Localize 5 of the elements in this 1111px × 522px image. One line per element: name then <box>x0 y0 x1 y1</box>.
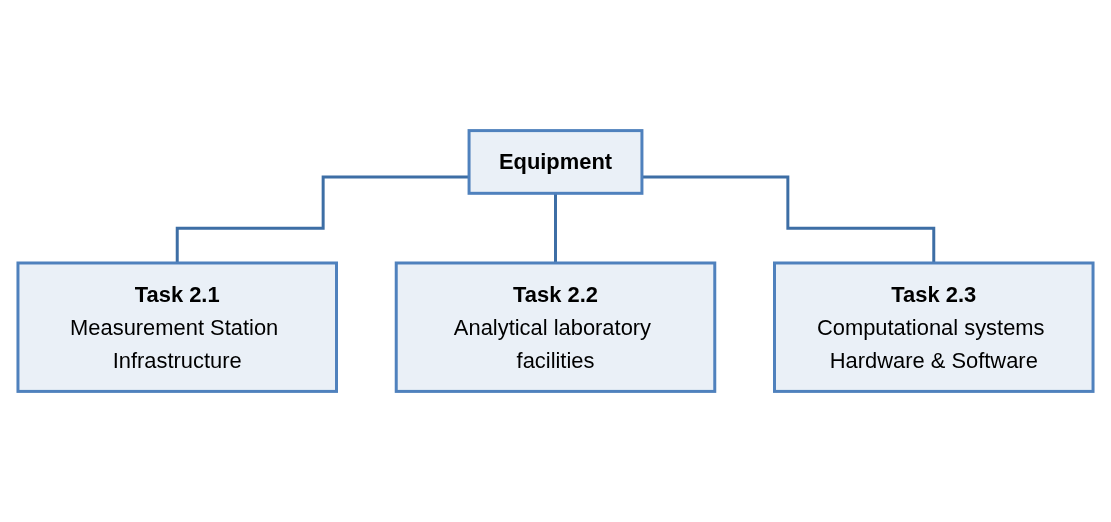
node-box <box>467 129 644 195</box>
node-box <box>16 261 338 393</box>
hierarchy-diagram: Equipment Task 2.1 Measurement Station Infrastructure Task 2.2 Analytical laboratory facilities Task 2.3 Computational systems Hardware & Software <box>10 10 1101 512</box>
node-box <box>773 261 1095 393</box>
node-box <box>394 261 717 393</box>
